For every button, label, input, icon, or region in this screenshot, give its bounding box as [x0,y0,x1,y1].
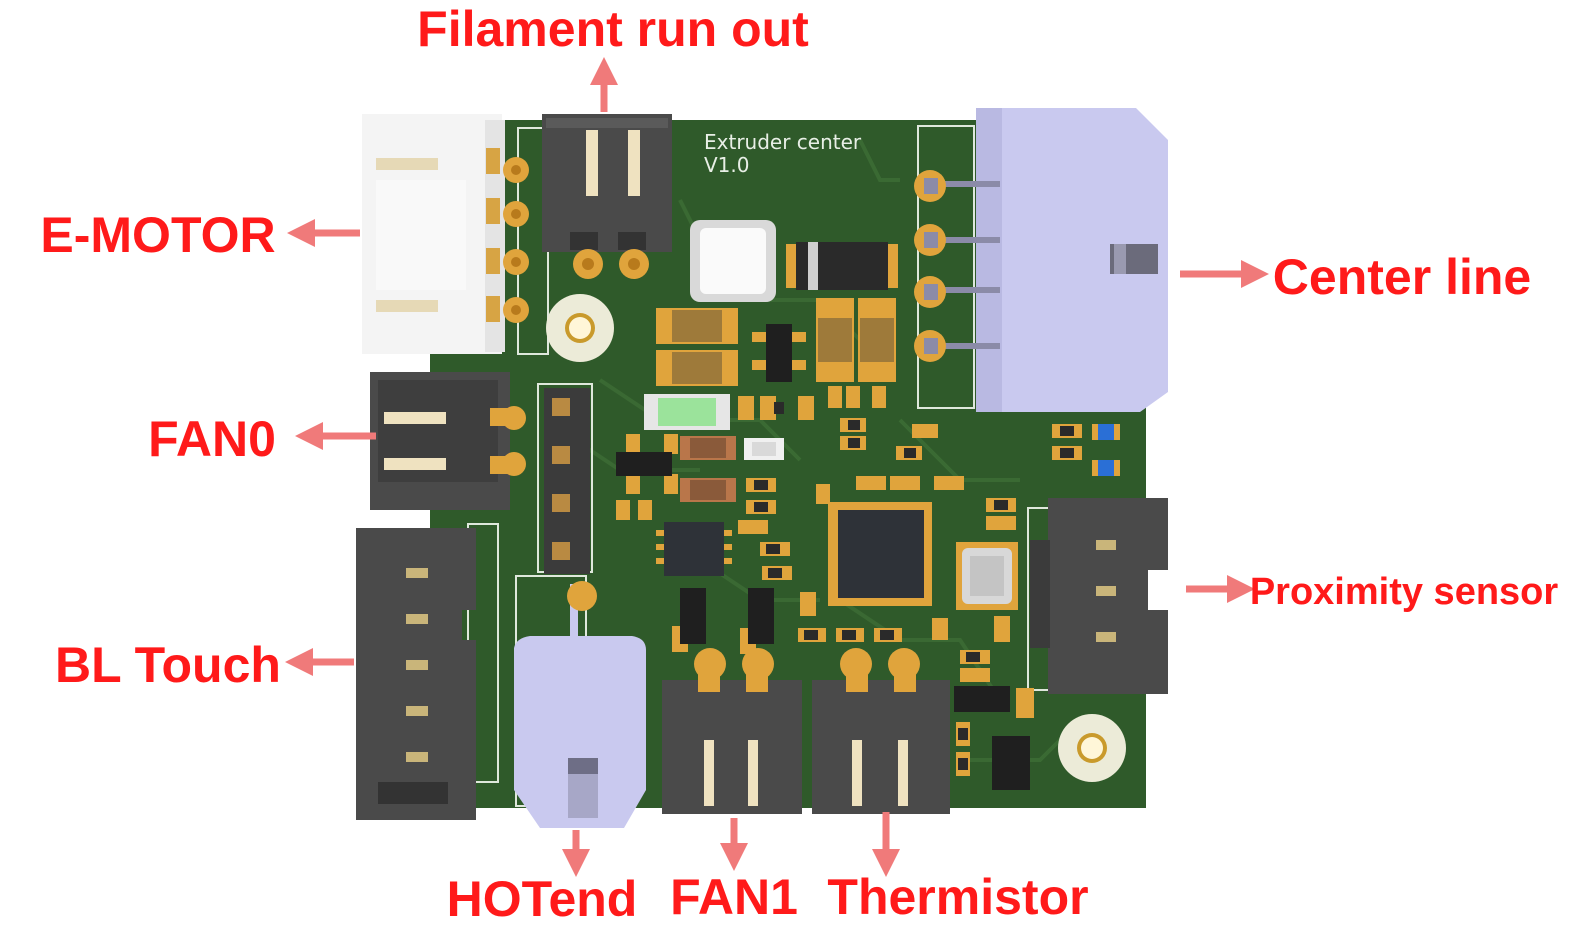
capacitors-large [656,298,896,386]
hotend-connector [514,581,646,828]
filament-connector [542,114,672,279]
smd-components [616,386,1120,790]
pin-header [544,388,590,574]
label-e-motor: E-MOTOR [40,207,275,263]
mounting-hole-top [546,294,614,362]
center-line-connector [914,108,1168,412]
mounting-hole-bottom [1058,714,1126,782]
inductor [690,220,776,302]
proximity-connector [1030,498,1168,694]
mcu-chip [828,502,932,606]
label-center-line: Center line [1273,249,1531,305]
board-silk-title: Extruder center [704,130,862,154]
fan0-connector [370,372,526,510]
label-thermistor: Thermistor [827,869,1088,925]
thermistor-connector [812,648,950,814]
label-filament-run-out: Filament run out [417,1,809,57]
driver-chip [656,522,732,576]
label-fan1: FAN1 [670,869,798,925]
callout-arrows [285,57,1269,877]
bltouch-connector [356,528,476,820]
crystal [956,542,1018,610]
fuse [644,394,730,430]
board-silk-version: V1.0 [704,153,750,177]
fan1-connector [662,648,802,814]
sot-package [752,324,806,382]
emotor-connector [362,114,529,354]
label-proximity-sensor: Proximity sensor [1250,571,1559,613]
mosfets [680,588,774,644]
label-hotend: HOTend [447,871,638,927]
label-fan0: FAN0 [148,411,276,467]
diode [786,242,898,290]
label-bl-touch: BL Touch [55,637,281,693]
